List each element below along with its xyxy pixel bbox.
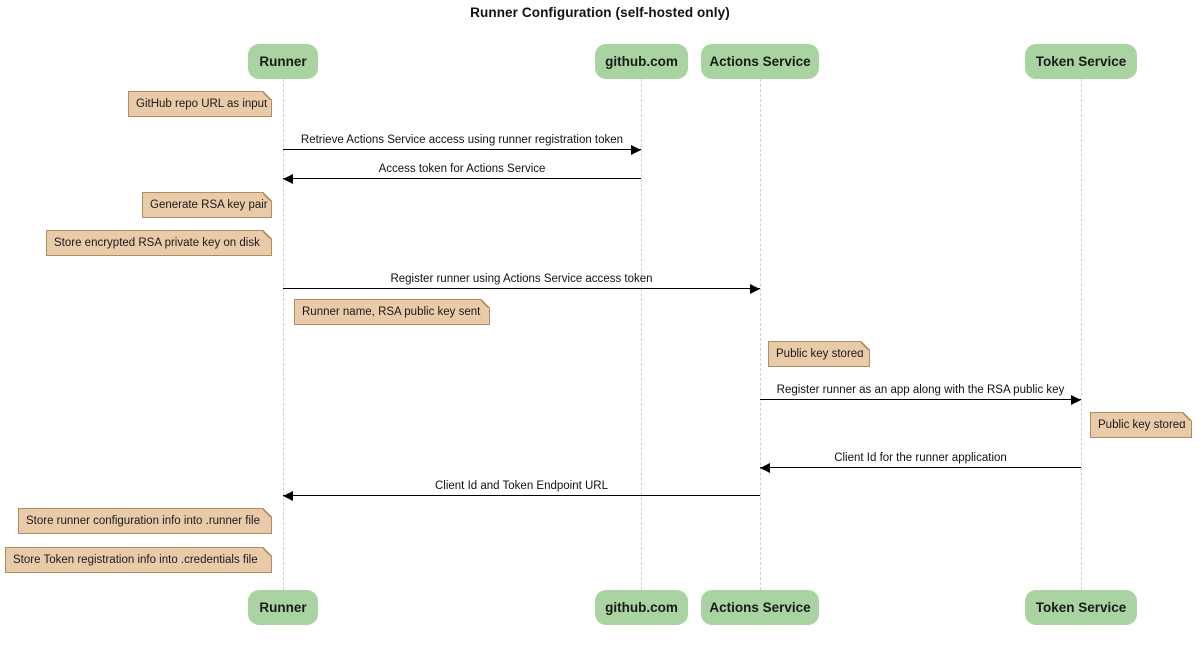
participant-token-top[interactable]: Token Service	[1025, 44, 1137, 79]
lifeline-github	[641, 79, 642, 590]
note-store-runner-text: Store runner configuration info into .ru…	[26, 515, 260, 527]
note-store-private: Store encrypted RSA private key on disk	[46, 230, 272, 256]
participant-github-bottom[interactable]: github.com	[595, 590, 688, 625]
page-title: Runner Configuration (self-hosted only)	[470, 5, 730, 20]
participant-runner-bottom[interactable]: Runner	[248, 590, 318, 625]
note-store-creds-text: Store Token registration info into .cred…	[13, 554, 258, 566]
note-fold-corner-icon	[263, 91, 272, 100]
note-fold-corner-icon	[481, 299, 490, 308]
msg-access-token-line	[283, 178, 641, 179]
participant-actions-bottom[interactable]: Actions Service	[701, 590, 819, 625]
lifeline-runner	[283, 79, 284, 590]
note-generate-rsa-text: Generate RSA key pair	[150, 199, 268, 211]
note-pubkey-actions: Public key stored	[768, 341, 870, 367]
note-repo-url-text: GitHub repo URL as input	[136, 98, 268, 110]
participant-github-top[interactable]: github.com	[595, 44, 688, 79]
msg-register-runner-label: Register runner using Actions Service ac…	[390, 273, 653, 285]
participant-runner-top[interactable]: Runner	[248, 44, 318, 79]
msg-client-id-url-line	[283, 495, 760, 496]
lifeline-actions	[760, 79, 761, 590]
msg-client-id-arrowhead	[760, 462, 770, 473]
participant-token-bottom[interactable]: Token Service	[1025, 590, 1137, 625]
note-fold-corner-icon	[861, 341, 870, 350]
note-fold-corner-icon	[1183, 412, 1192, 421]
msg-client-id-line	[760, 467, 1081, 468]
msg-register-runner-arrowhead	[750, 283, 760, 294]
note-pubkey-token-text: Public key stored	[1098, 419, 1186, 431]
note-generate-rsa: Generate RSA key pair	[142, 192, 272, 218]
note-pubkey-token: Public key stored	[1090, 412, 1192, 438]
note-fold-corner-icon	[263, 230, 272, 239]
msg-client-id-url-label: Client Id and Token Endpoint URL	[434, 480, 609, 492]
msg-client-id-url-arrowhead	[283, 490, 293, 501]
note-fold-corner-icon	[263, 508, 272, 517]
lifeline-token	[1081, 79, 1082, 590]
note-repo-url: GitHub repo URL as input	[128, 91, 272, 117]
msg-register-app-line	[760, 399, 1081, 400]
note-pubkey-actions-text: Public key stored	[776, 348, 864, 360]
note-runner-name: Runner name, RSA public key sent	[294, 299, 490, 325]
participant-actions-top[interactable]: Actions Service	[701, 44, 819, 79]
msg-retrieve-access-arrowhead	[631, 144, 641, 155]
note-runner-name-text: Runner name, RSA public key sent	[302, 306, 481, 318]
msg-client-id-label: Client Id for the runner application	[834, 452, 1007, 464]
msg-register-app-label: Register runner as an app along with the…	[776, 384, 1065, 396]
msg-register-app-arrowhead	[1071, 394, 1081, 405]
msg-retrieve-access-line	[283, 149, 641, 150]
msg-register-runner-line	[283, 288, 760, 289]
note-store-creds: Store Token registration info into .cred…	[5, 547, 272, 573]
msg-access-token-label: Access token for Actions Service	[378, 163, 546, 175]
note-fold-corner-icon	[263, 547, 272, 556]
note-fold-corner-icon	[263, 192, 272, 201]
msg-retrieve-access-label: Retrieve Actions Service access using ru…	[300, 134, 624, 146]
note-store-private-text: Store encrypted RSA private key on disk	[54, 237, 260, 249]
note-store-runner: Store runner configuration info into .ru…	[18, 508, 272, 534]
msg-access-token-arrowhead	[283, 173, 293, 184]
